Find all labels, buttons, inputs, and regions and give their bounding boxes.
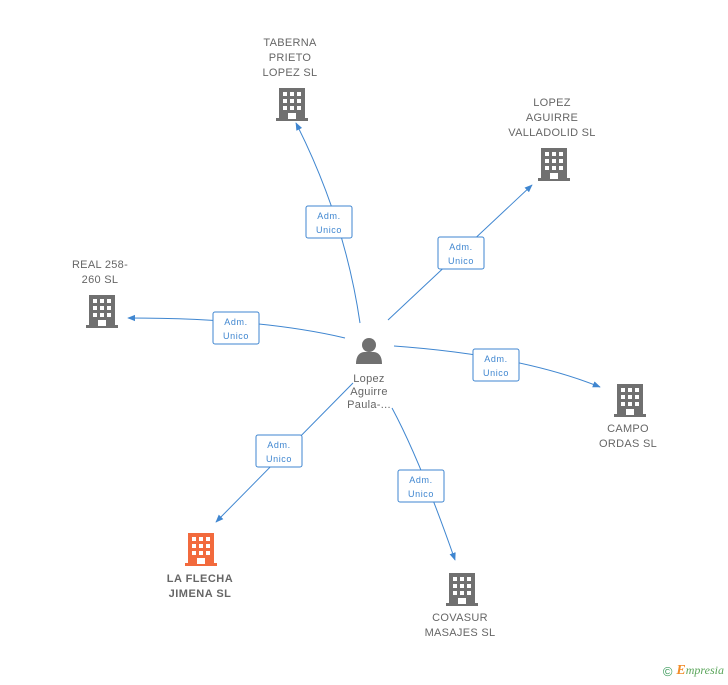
company-name-line: COVASUR: [432, 612, 488, 624]
company-name-line: ORDAS SL: [599, 438, 657, 450]
badge-text: Adm.: [317, 211, 340, 221]
badge-box: [212, 311, 260, 345]
role-badge-real-258[interactable]: Adm. Unico: [212, 311, 260, 345]
company-name-line: JIMENA SL: [169, 588, 232, 600]
badge-box: [305, 205, 353, 239]
company-node-campo-ordas[interactable]: CAMPO ORDAS SL: [599, 384, 657, 450]
company-name-line: CAMPO: [607, 423, 649, 435]
copyright-icon: ©: [662, 663, 673, 679]
company-node-la-flecha-jimena[interactable]: LA FLECHA JIMENA SL: [167, 533, 233, 600]
building-icon: [276, 88, 308, 121]
company-name-line: REAL 258-: [72, 259, 128, 271]
building-icon: [185, 533, 217, 566]
person-name-line: Lopez: [353, 373, 384, 385]
badge-text: Unico: [448, 256, 474, 266]
company-name-line: MASAJES SL: [425, 627, 496, 639]
person-name-line: Paula-...: [347, 399, 391, 411]
badge-text: Adm.: [267, 440, 290, 450]
badge-text: Unico: [408, 489, 434, 499]
badge-box: [255, 434, 303, 468]
company-name-line: VALLADOLID SL: [508, 127, 595, 139]
company-name-line: AGUIRRE: [526, 112, 578, 124]
badge-box: [472, 348, 520, 382]
building-icon: [614, 384, 646, 417]
building-icon: [538, 148, 570, 181]
company-node-real-258[interactable]: REAL 258- 260 SL: [72, 259, 128, 328]
company-name-line: PRIETO: [269, 52, 312, 64]
center-node[interactable]: LopezAguirrePaula-...: [347, 338, 391, 411]
nodes-layer: TABERNA PRIETO LOPEZ SL LOPEZ AGUIRRE VALLADO…: [72, 37, 657, 639]
role-badge-lopez-aguirre-valladolid[interactable]: Adm. Unico: [437, 236, 485, 270]
badge-text: Adm.: [484, 354, 507, 364]
role-badge-taberna[interactable]: Adm. Unico: [305, 205, 353, 239]
company-node-lopez-aguirre-valladolid[interactable]: LOPEZ AGUIRRE VALLADOLID SL: [508, 97, 595, 181]
footer-brand: © Empresia: [663, 663, 724, 679]
empresia-logo[interactable]: Empresia: [676, 663, 724, 678]
badges-layer: Adm.UnicoAdm.UnicoAdm.UnicoAdm.UnicoAdm.…: [212, 205, 520, 503]
badge-text: Adm.: [224, 317, 247, 327]
badge-text: Unico: [266, 454, 292, 464]
badge-box: [397, 469, 445, 503]
company-name-line: LOPEZ: [533, 97, 571, 109]
company-node-taberna[interactable]: TABERNA PRIETO LOPEZ SL: [263, 37, 318, 121]
badge-box: [437, 236, 485, 270]
badge-text: Unico: [223, 331, 249, 341]
role-badge-campo-ordas[interactable]: Adm. Unico: [472, 348, 520, 382]
role-badge-la-flecha-jimena[interactable]: Adm. Unico: [255, 434, 303, 468]
badge-text: Unico: [483, 368, 509, 378]
badge-text: Adm.: [409, 475, 432, 485]
company-name-line: LOPEZ SL: [263, 67, 318, 79]
role-badge-covasur-masajes[interactable]: Adm. Unico: [397, 469, 445, 503]
company-node-covasur-masajes[interactable]: COVASUR MASAJES SL: [425, 573, 496, 639]
company-name-line: 260 SL: [82, 274, 119, 286]
company-name-line: LA FLECHA: [167, 573, 233, 585]
building-icon: [446, 573, 478, 606]
company-name-line: TABERNA: [263, 37, 317, 49]
badge-text: Adm.: [449, 242, 472, 252]
badge-text: Unico: [316, 225, 342, 235]
building-icon: [86, 295, 118, 328]
person-icon: [356, 338, 382, 364]
person-name-line: Aguirre: [350, 386, 388, 398]
